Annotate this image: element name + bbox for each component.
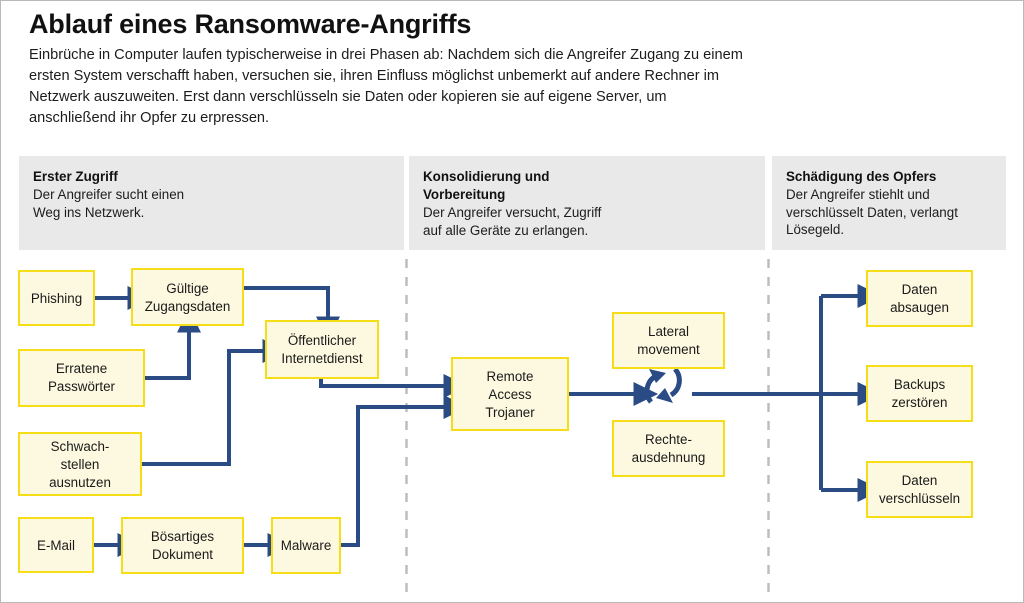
node-oeffentlicher-internetdienst[interactable]: Öffentlicher Internetdienst: [265, 320, 379, 379]
node-rechte-box[interactable]: [612, 420, 725, 477]
node-backups-box[interactable]: [866, 365, 973, 422]
phase-3-line1: Der Angreifer stiehlt und: [786, 187, 930, 203]
node-lateral-box[interactable]: [612, 312, 725, 369]
cycle-arrows-icon: [644, 367, 682, 404]
node-phishing[interactable]: Phishing: [18, 270, 95, 326]
node-boesartiges-label-1: Bösartiges: [151, 529, 215, 544]
node-malware-label-1: Malware: [281, 538, 332, 553]
node-boesartiges-label-2: Dokument: [152, 547, 213, 562]
node-verschluesseln-box[interactable]: [866, 461, 973, 518]
phase-1-line1: Der Angreifer sucht einen: [33, 187, 185, 203]
phase-band-erster-zugriff: Erster Zugriff Der Angreifer sucht einen…: [19, 156, 404, 250]
node-email[interactable]: E-Mail: [18, 517, 94, 573]
node-schwachstellen-box[interactable]: [18, 432, 142, 496]
node-email-box[interactable]: [18, 517, 94, 573]
node-absaugen-label-1: Daten: [902, 282, 938, 297]
node-gueltige-box[interactable]: [131, 268, 244, 326]
node-lateral-movement[interactable]: Lateral movement: [612, 312, 725, 369]
node-gueltige-label-2: Zugangsdaten: [145, 299, 231, 314]
node-remote-access-trojaner[interactable]: Remote Access Trojaner: [451, 357, 569, 431]
node-schwachstellen-label-1: Schwach-: [51, 439, 110, 454]
node-oeffentlicher-label-1: Öffentlicher: [288, 333, 357, 348]
node-daten-absaugen[interactable]: Daten absaugen: [866, 270, 973, 327]
node-erratene-label-2: Passwörter: [48, 379, 116, 394]
node-rechteausdehnung[interactable]: Rechte- ausdehnung: [612, 420, 725, 477]
connector-oeffentlicher-to-rat: [319, 374, 469, 398]
node-schwachstellen-label-2: stellen: [61, 457, 100, 472]
phase-3-title: Schädigung des Opfers: [786, 169, 937, 184]
node-backups-zerstoeren[interactable]: Backups zerstören: [866, 365, 973, 422]
connector-erratene-to-gueltige: [144, 307, 201, 380]
phase-band-konsolidierung: Konsolidierung und Vorbereitung Der Angr…: [409, 156, 765, 250]
node-erratene-box[interactable]: [18, 349, 145, 407]
node-daten-verschluesseln[interactable]: Daten verschlüsseln: [866, 461, 973, 518]
node-verschluesseln-label-1: Daten: [902, 473, 938, 488]
node-rat-box[interactable]: [451, 357, 569, 431]
phase-3-line3: Lösegeld.: [786, 222, 845, 237]
node-boesartiges-box[interactable]: [121, 517, 244, 574]
connector-gueltige-to-oeffentlicher: [243, 286, 340, 342]
node-phishing-box[interactable]: [18, 270, 95, 326]
phase-2-title: Konsolidierung und: [423, 169, 550, 184]
node-rat-label-3: Trojaner: [485, 405, 535, 420]
node-erratene-label-1: Erratene: [56, 361, 107, 376]
connector-malware-to-rat: [340, 395, 469, 547]
page-title: Ablauf eines Ransomware-Angriffs: [29, 9, 472, 39]
node-email-label-1: E-Mail: [37, 538, 75, 553]
node-malware-box[interactable]: [271, 517, 341, 574]
node-malware[interactable]: Malware: [271, 517, 341, 574]
node-boesartiges-dokument[interactable]: Bösartiges Dokument: [121, 517, 244, 574]
phase-1-line2: Weg ins Netzwerk.: [33, 204, 145, 220]
node-backups-label-2: zerstören: [892, 395, 948, 410]
node-backups-label-1: Backups: [894, 377, 946, 392]
node-absaugen-box[interactable]: [866, 270, 973, 327]
header-block: Ablauf eines Ransomware-Angriffs Einbrüc…: [29, 9, 989, 129]
connector-schwachstellen-to-oeffentlicher: [141, 339, 288, 466]
node-lateral-label-2: movement: [637, 342, 700, 357]
intro-paragraph: Einbrüche in Computer laufen typischerwe…: [29, 47, 743, 127]
node-rechte-label-1: Rechte-: [645, 432, 692, 447]
node-oeffentlicher-box[interactable]: [265, 320, 379, 379]
node-gueltige-label-1: Gültige: [166, 281, 208, 296]
node-phishing-label-1: Phishing: [31, 291, 82, 306]
node-absaugen-label-2: absaugen: [890, 300, 949, 315]
node-schwachstellen-ausnutzen[interactable]: Schwach- stellen ausnutzen: [18, 432, 142, 496]
phase-2-line2: auf alle Geräte zu erlangen.: [423, 222, 589, 238]
node-lateral-label-1: Lateral: [648, 324, 689, 339]
node-erratene-passwoerter[interactable]: Erratene Passwörter: [18, 349, 145, 407]
node-oeffentlicher-label-2: Internetdienst: [281, 351, 362, 366]
phase-2-title2: Vorbereitung: [423, 187, 506, 203]
node-rat-label-2: Access: [488, 387, 531, 402]
node-gueltige-zugangsdaten[interactable]: Gültige Zugangsdaten: [131, 268, 244, 326]
phase-3-line2: verschlüsselt Daten, verlangt: [786, 204, 958, 220]
node-schwachstellen-label-3: ausnutzen: [49, 475, 111, 490]
phase-1-title: Erster Zugriff: [33, 169, 118, 184]
node-verschluesseln-label-2: verschlüsseln: [879, 491, 960, 506]
node-rat-label-1: Remote: [487, 369, 534, 384]
phase-2-line1: Der Angreifer versucht, Zugriff: [423, 205, 602, 221]
phase-band-schaedigung: Schädigung des Opfers Der Angreifer stie…: [772, 156, 1006, 250]
node-rechte-label-2: ausdehnung: [632, 450, 706, 465]
